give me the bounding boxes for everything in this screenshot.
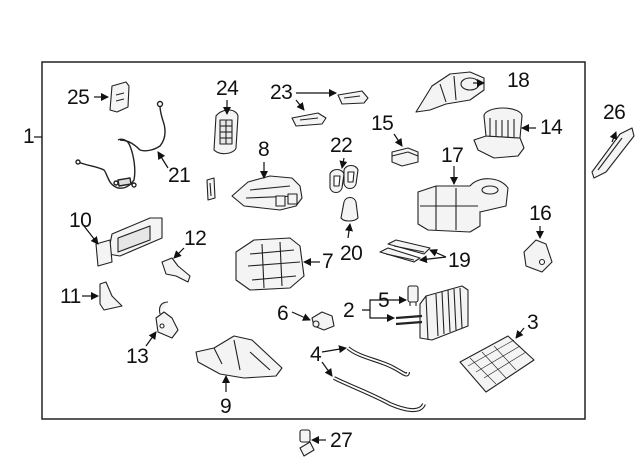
part-14-blower-motor[interactable] xyxy=(473,107,525,159)
callout-4[interactable]: 4 xyxy=(310,343,322,366)
part-11-door[interactable] xyxy=(99,281,123,311)
callout-5[interactable]: 5 xyxy=(378,289,390,312)
callout-23[interactable]: 23 xyxy=(270,81,293,104)
callout-21[interactable]: 21 xyxy=(168,164,191,187)
callout-17[interactable]: 17 xyxy=(441,144,464,167)
part-18-upper-case[interactable] xyxy=(415,71,485,113)
part-7-case[interactable] xyxy=(235,237,305,291)
part-2-evaporator[interactable] xyxy=(395,285,469,341)
part-24-vent-grille[interactable] xyxy=(213,109,239,155)
leader-lines xyxy=(82,79,618,444)
part-13-actuator[interactable] xyxy=(155,301,179,339)
assembly-frame xyxy=(41,61,586,420)
part-17-blower-case[interactable] xyxy=(417,178,509,233)
callout-26[interactable]: 26 xyxy=(603,101,626,124)
part-5-valve[interactable] xyxy=(407,285,419,306)
callout-12[interactable]: 12 xyxy=(184,227,207,250)
part-22-seals[interactable] xyxy=(329,164,359,194)
part-26-seal[interactable] xyxy=(591,127,635,179)
part-3-filter[interactable] xyxy=(459,335,535,393)
callout-1[interactable]: 1 xyxy=(23,125,35,148)
callout-7[interactable]: 7 xyxy=(322,250,334,273)
part-4-hoses[interactable] xyxy=(333,346,426,412)
part-25-bracket[interactable] xyxy=(109,81,130,113)
callout-8[interactable]: 8 xyxy=(258,138,270,161)
callout-13[interactable]: 13 xyxy=(126,345,149,368)
callout-27[interactable]: 27 xyxy=(330,429,353,452)
callout-11[interactable]: 11 xyxy=(60,285,81,308)
callout-22[interactable]: 22 xyxy=(330,134,353,157)
callout-18[interactable]: 18 xyxy=(507,69,530,92)
callout-3[interactable]: 3 xyxy=(527,311,539,334)
callout-16[interactable]: 16 xyxy=(529,202,552,225)
part-20-cap[interactable] xyxy=(340,196,359,222)
callout-19[interactable]: 19 xyxy=(448,249,471,272)
part-15-module[interactable] xyxy=(391,147,419,167)
callout-9[interactable]: 9 xyxy=(220,395,232,418)
part-8-duct[interactable] xyxy=(231,175,303,211)
part-27-fitting[interactable] xyxy=(299,429,315,457)
callout-15[interactable]: 15 xyxy=(371,112,394,135)
callout-10[interactable]: 10 xyxy=(69,209,92,232)
callout-25[interactable]: 25 xyxy=(67,86,90,109)
part-9-floor-duct[interactable] xyxy=(195,335,283,379)
part-21-wiring-harness[interactable] xyxy=(75,100,166,189)
callout-24[interactable]: 24 xyxy=(216,77,239,100)
part-19-strips[interactable] xyxy=(379,239,431,263)
part-clip[interactable] xyxy=(206,177,216,201)
callout-6[interactable]: 6 xyxy=(277,302,289,325)
callout-2[interactable]: 2 xyxy=(343,299,355,322)
callout-14[interactable]: 14 xyxy=(540,116,563,139)
part-12-lever[interactable] xyxy=(161,257,191,283)
part-10-housing[interactable] xyxy=(95,217,163,267)
callout-20[interactable]: 20 xyxy=(340,242,363,265)
part-23-vents[interactable] xyxy=(291,90,369,127)
part-16-bracket[interactable] xyxy=(523,239,553,273)
part-6-sensor[interactable] xyxy=(311,311,335,331)
